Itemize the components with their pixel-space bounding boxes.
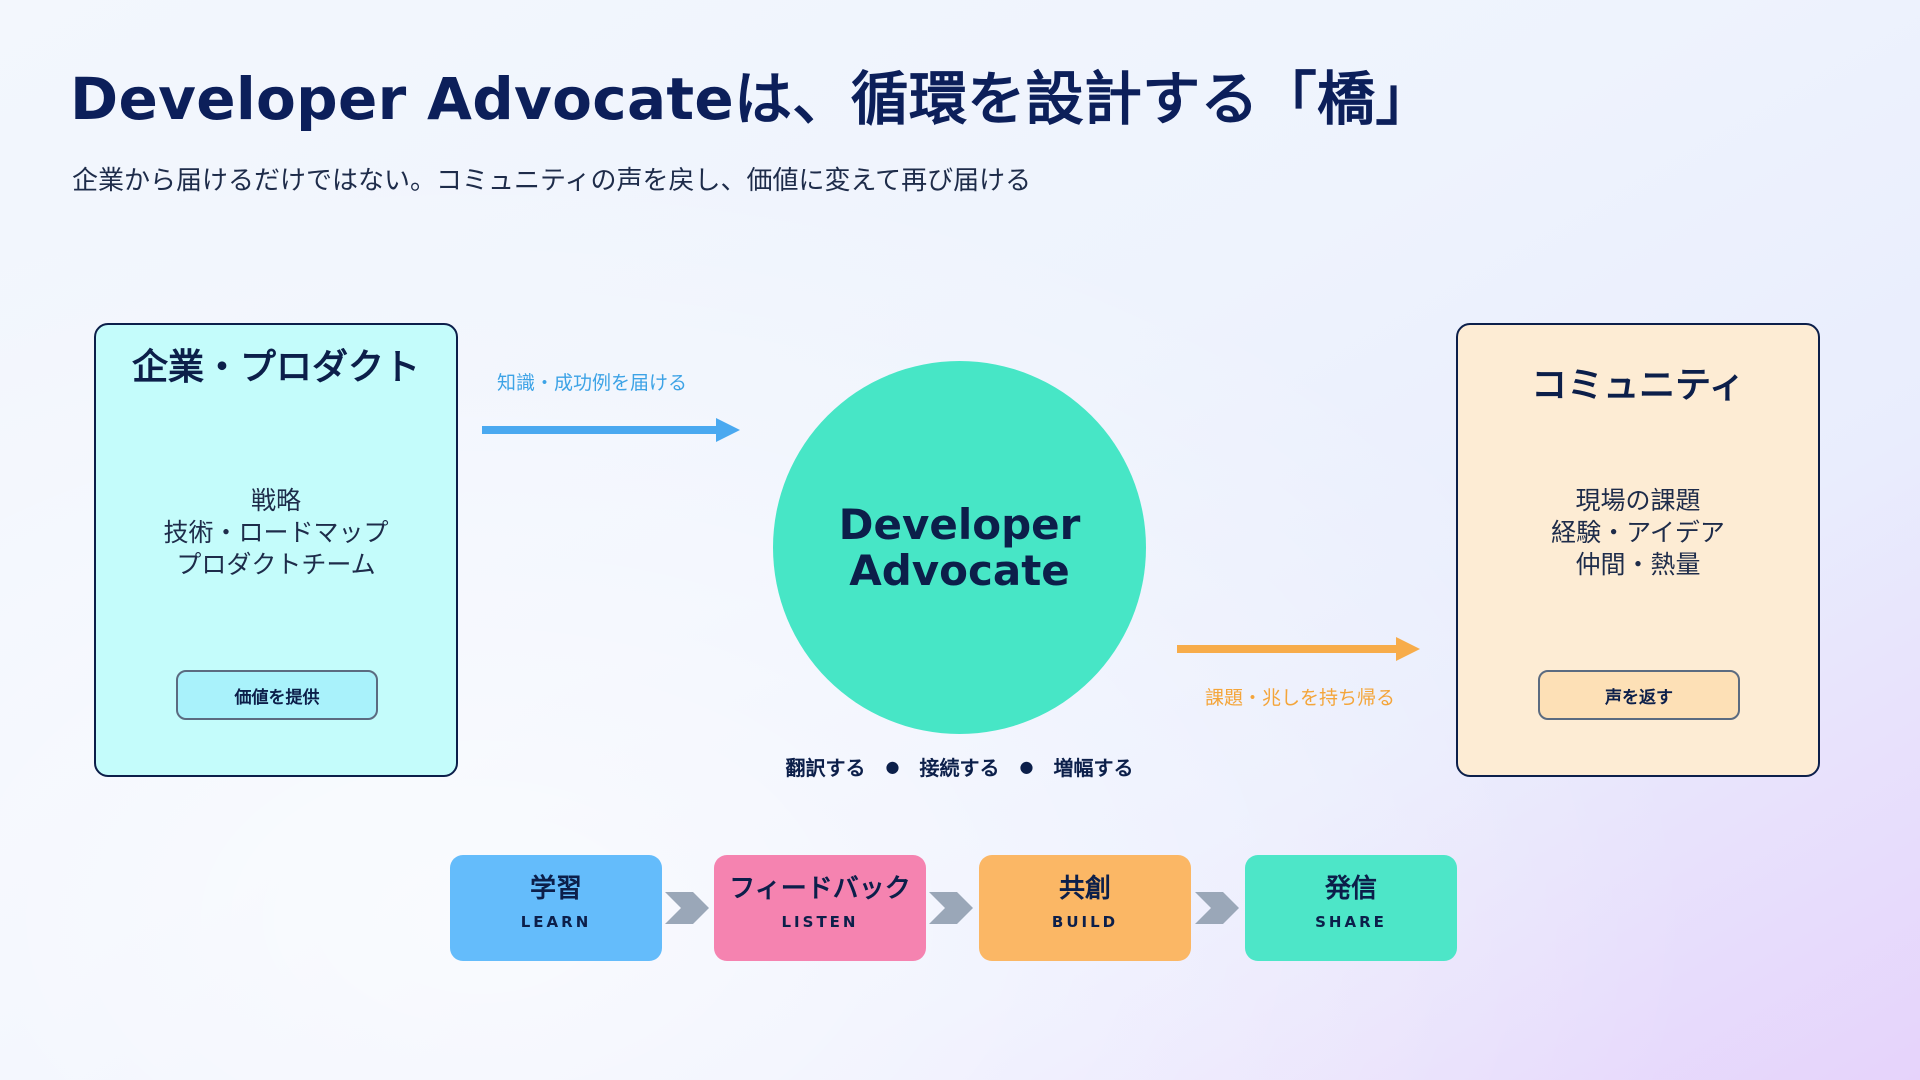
community-title: コミュニティ — [1531, 365, 1745, 406]
company-product-items: 戦略 技術・ロードマップ プロダクトチーム — [96, 485, 456, 581]
step-learn-title: 学習 — [529, 874, 582, 904]
company-item-product-team: プロダクトチーム — [176, 550, 376, 579]
arrow-right-icon — [482, 418, 740, 442]
chevron-right-icon — [929, 892, 973, 924]
step-listen-title: フィードバック — [729, 874, 911, 904]
deliver-knowledge-label: 知識・成功例を届ける — [497, 372, 688, 394]
step-build: 共創 BUILD — [979, 855, 1191, 961]
step-listen: フィードバック LISTEN — [714, 855, 926, 961]
community-box: コミュニティ 現場の課題 経験・アイデア 仲間・熱量 声を返す — [1456, 323, 1820, 777]
community-items: 現場の課題 経験・アイデア 仲間・熱量 — [1458, 485, 1818, 581]
step-share-subtitle: SHARE — [1315, 913, 1387, 931]
slide-title: Developer Advocateは、循環を設計する「橋」 — [70, 65, 1434, 133]
bring-back-issues-label: 課題・兆しを持ち帰る — [1205, 687, 1396, 709]
step-listen-subtitle: LISTEN — [781, 913, 859, 931]
provide-value-button[interactable]: 価値を提供 — [176, 670, 378, 720]
advocate-roles: 翻訳する ● 接続する ● 増幅する — [733, 752, 1186, 781]
circle-line-2: Advocate — [849, 545, 1070, 595]
bullet-icon: ● — [1019, 757, 1034, 776]
role-connect: 接続する — [919, 756, 1000, 780]
community-item-issues: 現場の課題 — [1575, 486, 1701, 515]
bullet-icon: ● — [885, 757, 900, 776]
company-product-box: 企業・プロダクト 戦略 技術・ロードマップ プロダクトチーム 価値を提供 — [94, 323, 458, 777]
return-voice-button[interactable]: 声を返す — [1538, 670, 1740, 720]
community-item-passion: 仲間・熱量 — [1575, 550, 1701, 579]
developer-advocate-label: Developer Advocate — [838, 499, 1081, 595]
step-share-title: 発信 — [1324, 874, 1377, 904]
step-learn-subtitle: LEARN — [520, 913, 592, 931]
step-share: 発信 SHARE — [1245, 855, 1457, 961]
step-build-title: 共創 — [1058, 874, 1111, 904]
company-item-roadmap: 技術・ロードマップ — [163, 518, 389, 547]
step-build-subtitle: BUILD — [1051, 913, 1119, 931]
community-item-ideas: 経験・アイデア — [1551, 518, 1725, 547]
chevron-right-icon — [665, 892, 709, 924]
slide-subtitle: 企業から届けるだけではない。コミュニティの声を戻し、価値に変えて再び届ける — [72, 166, 1032, 196]
role-translate: 翻訳する — [785, 756, 866, 780]
step-learn: 学習 LEARN — [450, 855, 662, 961]
company-product-title: 企業・プロダクト — [131, 347, 420, 388]
arrow-right-icon — [1177, 637, 1420, 661]
circle-line-1: Developer — [838, 499, 1081, 549]
role-amplify: 増幅する — [1053, 756, 1134, 780]
chevron-right-icon — [1195, 892, 1239, 924]
company-item-strategy: 戦略 — [250, 486, 301, 515]
developer-advocate-circle: Developer Advocate — [773, 361, 1146, 734]
